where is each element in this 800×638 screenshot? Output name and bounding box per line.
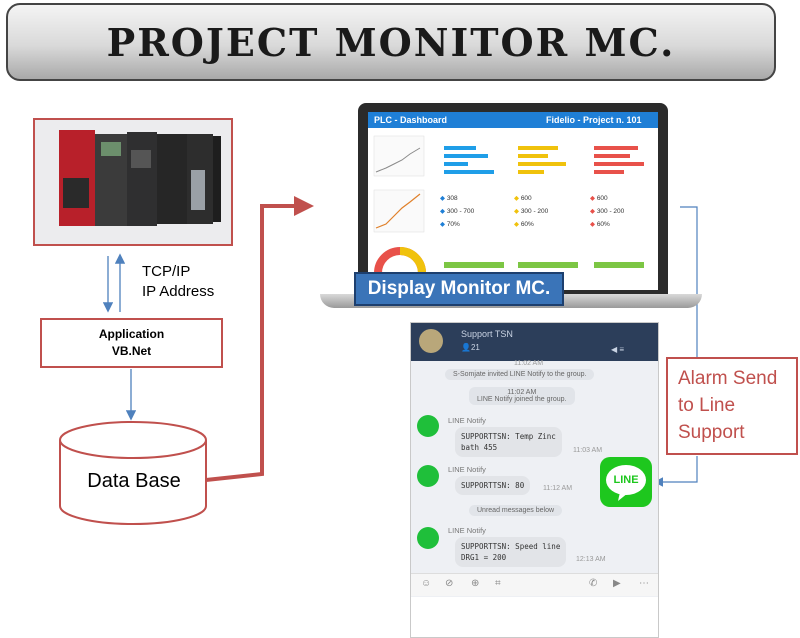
- group-avatar: [419, 329, 443, 353]
- line-logo: LINE: [600, 457, 652, 507]
- kpi-2-percent: 60%: [520, 221, 534, 228]
- chat-toolbar: ☺ ⊘ ⊕ ⌗ ✆ ▶ ⋯: [411, 573, 658, 596]
- connection-label: TCP/IP IP Address: [142, 262, 214, 302]
- line-bubble-icon: [606, 465, 646, 501]
- application-box: Application VB.Net: [40, 318, 223, 368]
- crop-icon[interactable]: ⌗: [495, 578, 501, 589]
- message-3-sender: LINE Notify: [448, 526, 486, 535]
- connection-protocol: TCP/IP: [142, 263, 191, 280]
- kpi-3-range: 300 - 200: [596, 208, 625, 215]
- title-banner: PROJECT MONITOR MC.: [6, 3, 776, 81]
- alarm-line-1: Alarm Send: [678, 368, 778, 389]
- kpi-2-value: 600: [520, 195, 532, 202]
- dashboard-widgets: [373, 135, 644, 274]
- kpi-column-2: ◆ 600 ◆ 300 - 200 ◆ 60%: [514, 195, 549, 228]
- dashboard-header: PLC - Dashboard Fidelio - Project n. 101: [368, 112, 658, 128]
- kpi-column-3: ◆ 600 ◆ 300 - 200 ◆ 60%: [590, 195, 625, 228]
- sys1-message: S-Somjate invited LINE Notify to the gro…: [445, 369, 595, 380]
- kpi-3-percent: 60%: [596, 221, 610, 228]
- plc-hardware-illustration: [35, 120, 231, 244]
- more-icon[interactable]: ⋯: [639, 578, 649, 589]
- member-count: 👤21: [461, 343, 480, 352]
- members-icon: 👤: [461, 343, 471, 352]
- attach-icon[interactable]: ⊘: [445, 578, 454, 589]
- dashboard-project: Fidelio - Project n. 101: [546, 115, 642, 125]
- message-2-bubble: SUPPORTTSN: 80: [455, 476, 531, 495]
- sticker-icon[interactable]: ⊕: [471, 578, 480, 589]
- video-icon[interactable]: ▶: [613, 578, 621, 589]
- dashboard-screen: PLC - Dashboard Fidelio - Project n. 101…: [368, 112, 658, 290]
- alarm-line-2: to Line: [678, 395, 736, 416]
- kpi-3-value: 600: [596, 195, 608, 202]
- line-notify-avatar[interactable]: [417, 465, 439, 487]
- line-notify-avatar[interactable]: [417, 415, 439, 437]
- database-cylinder: [59, 421, 207, 525]
- line-chat-window: Support TSN 👤21 ◀ ≡ 11:02 AM S-Somjate i…: [410, 322, 659, 638]
- unread-divider: Unread messages below: [469, 505, 563, 516]
- kpi-2-range: 300 - 200: [520, 208, 549, 215]
- kpi-column-1: ◆ 308 ◆ 300 - 700 ◆ 70%: [440, 195, 475, 228]
- page-title: PROJECT MONITOR MC.: [106, 19, 676, 65]
- alarm-line-3: Support: [678, 422, 745, 443]
- plc-image: [33, 118, 233, 246]
- message-1-sender: LINE Notify: [448, 416, 486, 425]
- application-platform: VB.Net: [111, 344, 152, 358]
- message-2-time: 11:12 AM: [543, 485, 573, 492]
- call-icon[interactable]: ✆: [589, 578, 598, 589]
- application-title: Application: [98, 327, 165, 341]
- arrow-alarm-to-line: [653, 456, 698, 487]
- chat-body: 11:02 AM S-Somjate invited LINE Notify t…: [411, 360, 658, 597]
- chat-header: Support TSN 👤21 ◀ ≡: [411, 323, 658, 361]
- dashboard-title: PLC - Dashboard: [374, 115, 448, 125]
- arrow-db-to-display: [205, 196, 314, 482]
- sys1-time: 11:02 AM: [514, 360, 544, 367]
- database-label: Data Base: [87, 470, 181, 492]
- line-notify-avatar[interactable]: [417, 527, 439, 549]
- display-monitor-label: Display Monitor MC.: [354, 272, 564, 306]
- connection-address: IP Address: [142, 283, 215, 300]
- kpi-1-percent: 70%: [446, 221, 460, 228]
- message-1-time: 11:03 AM: [573, 447, 603, 454]
- emoji-icon[interactable]: ☺: [421, 578, 432, 589]
- alarm-box: Alarm Send to Line Support: [666, 357, 798, 455]
- header-controls[interactable]: ◀ ≡: [611, 345, 625, 354]
- group-name: Support TSN: [461, 329, 513, 339]
- message-2-sender: LINE Notify: [448, 465, 486, 474]
- message-3-time: 12:13 AM: [576, 556, 606, 563]
- kpi-1-range: 300 - 700: [446, 208, 475, 215]
- arrow-display-to-alarm: [680, 206, 698, 358]
- kpi-1-value: 308: [446, 195, 458, 202]
- line-logo-text: LINE: [613, 474, 639, 486]
